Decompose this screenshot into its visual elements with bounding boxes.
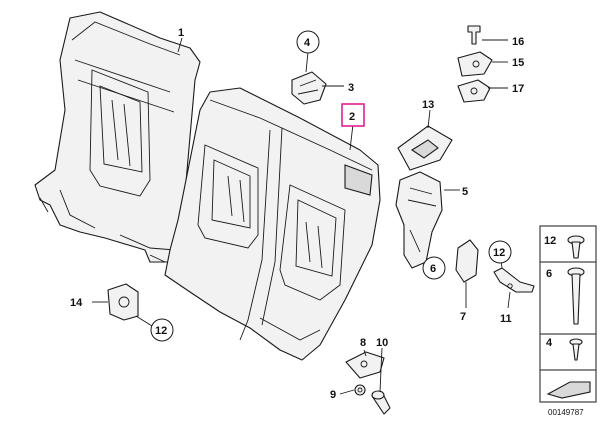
callout-4[interactable]: 4: [304, 37, 311, 49]
legend-label-6: 6: [546, 268, 552, 280]
callout-7[interactable]: 7: [460, 311, 466, 323]
part-13-trim-cover[interactable]: [397, 125, 453, 171]
fastener-legend: 12 6 4: [539, 225, 597, 403]
callout-12-left[interactable]: 12: [155, 325, 167, 337]
screw-4-icon: [569, 338, 583, 361]
part-1-backrest-frame-left[interactable]: [34, 11, 201, 263]
callout-3[interactable]: 3: [348, 82, 354, 94]
callout-17[interactable]: 17: [512, 83, 524, 95]
legend-label-12: 12: [544, 235, 556, 247]
part-17-clip[interactable]: [457, 79, 491, 103]
part-7-trim-piece[interactable]: [455, 239, 479, 283]
callout-4-circle[interactable]: [296, 30, 320, 54]
part-11-latch-pin[interactable]: [493, 267, 535, 293]
bolt-6-icon: [567, 267, 585, 325]
diagram-id: 00149787: [548, 408, 584, 417]
screw-12-icon: [567, 235, 585, 259]
callout-12-left-circle[interactable]: [150, 318, 174, 342]
callout-5[interactable]: 5: [462, 186, 468, 198]
callout-13[interactable]: 13: [422, 99, 434, 111]
callout-2[interactable]: 2: [349, 111, 355, 123]
part-16-screw[interactable]: [467, 25, 481, 45]
callout-15[interactable]: 15: [512, 57, 524, 69]
callout-11[interactable]: 11: [500, 313, 512, 325]
part-15-clip[interactable]: [457, 51, 493, 77]
callout-9[interactable]: 9: [330, 389, 336, 401]
callout-12-right-circle[interactable]: [488, 240, 512, 264]
callout-14[interactable]: 14: [70, 297, 83, 309]
callout-8[interactable]: 8: [360, 337, 366, 349]
part-9-washer[interactable]: [354, 384, 366, 396]
leader-lines: [92, 37, 511, 395]
legend-cell-6: [539, 261, 597, 335]
callout-10[interactable]: 10: [376, 337, 388, 349]
part-2-backrest-frame-right[interactable]: [164, 87, 381, 361]
part-5-hinge-bracket[interactable]: [395, 171, 443, 269]
legend-label-4: 4: [546, 337, 553, 349]
part-14-mount-block[interactable]: [107, 283, 139, 321]
part-8-hinge-plate[interactable]: [345, 351, 385, 379]
callout-2-highlight-box[interactable]: [341, 103, 365, 127]
part-10-bolt[interactable]: [371, 390, 391, 415]
callout-12-right[interactable]: 12: [493, 247, 505, 259]
callout-16[interactable]: 16: [512, 36, 524, 48]
callout-1[interactable]: 1: [178, 27, 184, 39]
arrow-icon: [546, 381, 591, 399]
callout-6[interactable]: 6: [430, 263, 436, 275]
part-3-cover-clip[interactable]: [291, 71, 327, 105]
callout-6-circle[interactable]: [422, 256, 446, 280]
legend-cell-4: [539, 333, 597, 371]
